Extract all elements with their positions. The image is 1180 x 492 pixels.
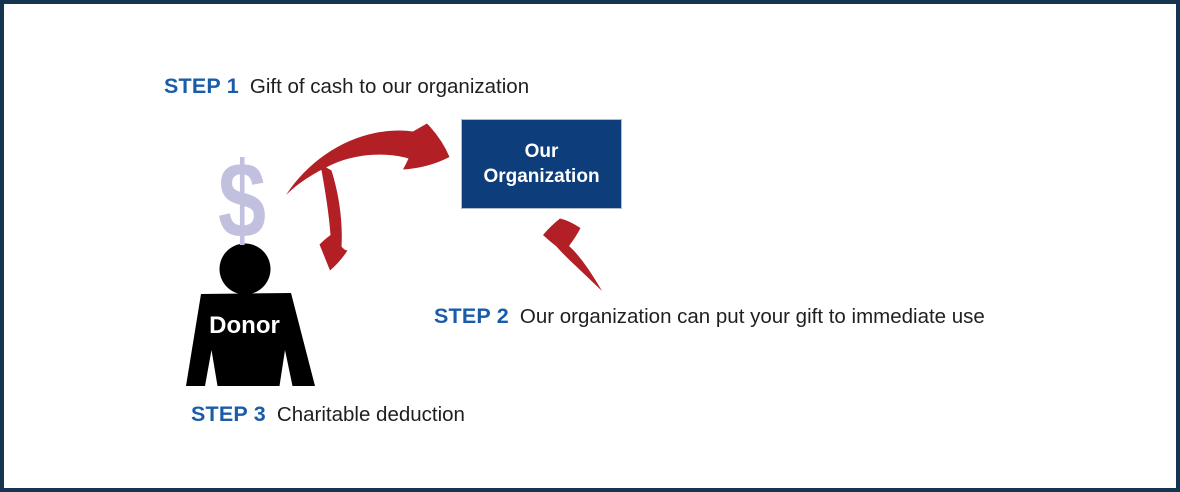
step1-row: STEP 1 Gift of cash to our organization bbox=[164, 74, 529, 99]
donor-figure-icon bbox=[186, 243, 315, 386]
donor-label: Donor bbox=[209, 312, 280, 339]
step2-row: STEP 2 Our organization can put your gif… bbox=[434, 304, 985, 329]
arrow-down-to-donor-icon bbox=[319, 165, 348, 271]
step1-label: STEP 1 bbox=[164, 74, 239, 98]
step2-label: STEP 2 bbox=[434, 304, 509, 328]
step1-text: Gift of cash to our organization bbox=[249, 75, 530, 98]
step3-label: STEP 3 bbox=[191, 402, 266, 426]
arrow-step2-to-organization-icon bbox=[543, 218, 602, 291]
organization-box-line2: Organization bbox=[483, 166, 600, 187]
diagram-graphics bbox=[186, 123, 602, 386]
donor-body bbox=[186, 293, 315, 386]
organization-box: Our Organization bbox=[461, 119, 622, 209]
step2-text: Our organization can put your gift to im… bbox=[519, 305, 985, 328]
arrow-donor-to-organization-icon bbox=[286, 123, 450, 195]
dollar-sign-icon: $ bbox=[218, 139, 267, 260]
step3-row: STEP 3 Charitable deduction bbox=[191, 402, 465, 427]
organization-box-line1: Our bbox=[524, 141, 559, 162]
donor-head bbox=[219, 243, 271, 295]
step3-text: Charitable deduction bbox=[276, 403, 465, 426]
